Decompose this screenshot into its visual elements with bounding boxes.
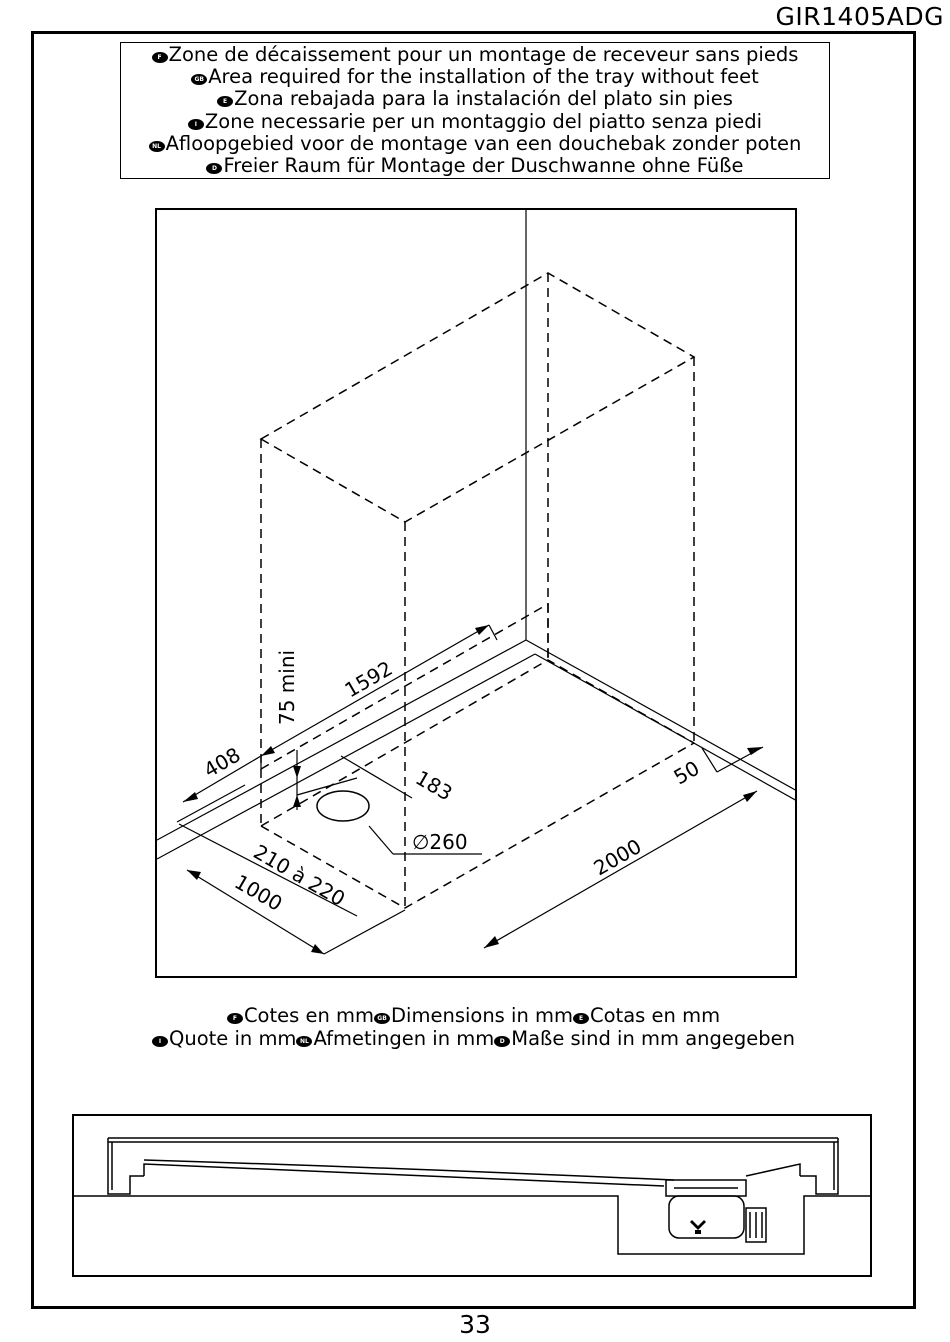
document-reference: GIR1405ADG: [775, 2, 944, 31]
flag-it-icon: I: [187, 118, 204, 130]
dimension-75-mini: 75 mini: [275, 650, 299, 725]
dimension-50: 50: [670, 756, 704, 790]
wall-lines: [157, 210, 795, 860]
flag-gb-icon: GB: [191, 74, 208, 86]
isometric-drawing: 1592 75 mini 408 183 ∅260 210 à 220 1000…: [157, 210, 795, 955]
diameter-icon: ∅: [412, 830, 429, 854]
dimension-1592: 1592: [341, 656, 397, 702]
flag-fr-icon: F: [151, 52, 168, 63]
flag-nl-icon: NL: [296, 1036, 313, 1047]
installation-diagram: 1592 75 mini 408 183 ∅260 210 à 220 1000…: [155, 208, 797, 978]
title-text-nl: Afloopgebied voor de montage van een dou…: [165, 131, 802, 155]
page-number: 33: [459, 1310, 491, 1339]
flag-fr-icon: F: [226, 1013, 243, 1024]
tray-cross-section: [74, 1137, 870, 1255]
flag-gb-icon: GB: [374, 1013, 391, 1024]
cross-section-view: [72, 1114, 872, 1277]
waste-brand-icon: [690, 1220, 706, 1234]
units-text-de: Maße sind in mm angegeben: [511, 1027, 795, 1050]
flag-nl-icon: NL: [148, 140, 165, 152]
flag-es-icon: E: [217, 96, 234, 108]
dimension-arrows: [183, 625, 763, 954]
units-text-es: Cotas en mm: [590, 1004, 721, 1027]
title-text-fr: Zone de décaissement pour un montage de …: [168, 43, 799, 66]
units-text-fr: Cotes en mm: [243, 1004, 375, 1027]
dimension-diameter-260: ∅260: [412, 830, 468, 854]
installation-volume: [259, 272, 696, 909]
page-frame: [31, 31, 916, 1309]
drain-hole: [316, 790, 370, 822]
title-text-de: Freier Raum für Montage der Duschwanne o…: [223, 154, 744, 178]
flag-es-icon: E: [573, 1013, 590, 1024]
flag-de-icon: D: [206, 163, 223, 175]
dimension-408: 408: [200, 742, 245, 782]
dimension-183: 183: [412, 766, 457, 806]
diameter-value: 260: [429, 830, 467, 854]
units-text-gb: Dimensions in mm: [391, 1004, 574, 1027]
units-text-nl: Afmetingen in mm: [313, 1027, 495, 1050]
title-text-gb: Area required for the installation of th…: [208, 65, 759, 89]
title-text-it: Zone necessarie per un montaggio del pia…: [204, 109, 763, 133]
units-text-it: Quote in mm: [168, 1027, 297, 1050]
flag-it-icon: I: [151, 1036, 168, 1047]
flag-de-icon: D: [494, 1036, 511, 1047]
dimension-2000: 2000: [590, 834, 646, 880]
title-text-es: Zona rebajada para la instalación del pl…: [234, 87, 733, 111]
